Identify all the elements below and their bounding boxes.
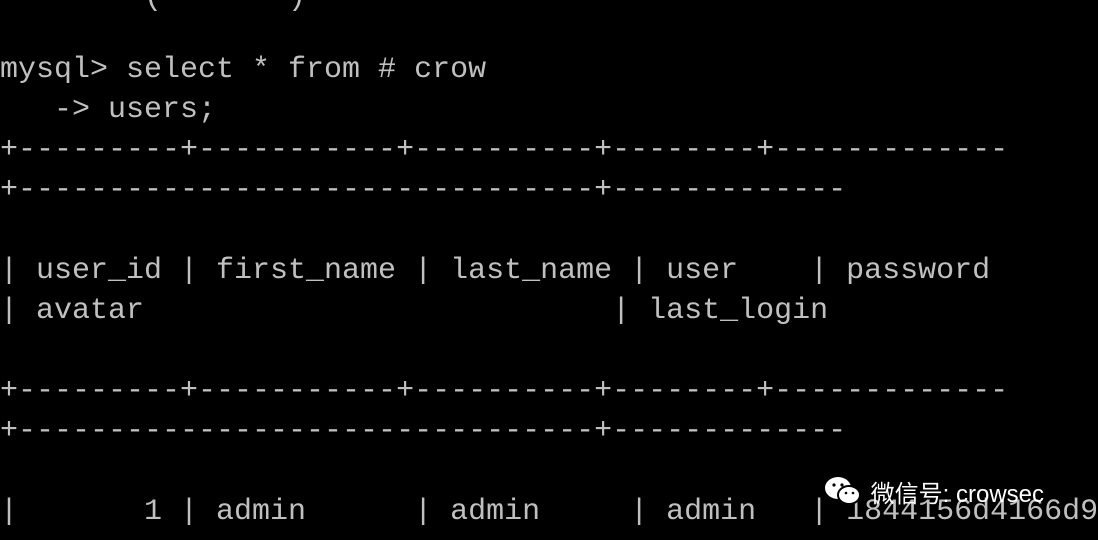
table-border: +--------------------------------+------… [0, 414, 847, 448]
prompt-command: mysql> select * from # crow [0, 53, 487, 87]
table-border: +---------+-----------+----------+------… [0, 133, 1009, 167]
table-header-row: | user_id | first_name | last_name | use… [0, 254, 991, 288]
prompt-continuation: -> users; [0, 93, 217, 127]
table-border: +--------------------------------+------… [0, 173, 847, 207]
wechat-icon [824, 477, 861, 505]
terminal-line-partial: ( ) [0, 0, 306, 18]
table-data-row: | 1 | admin | admin | admin | 1844156d41… [0, 495, 1098, 529]
table-border: +---------+-----------+----------+------… [0, 374, 1009, 408]
wechat-watermark: 微信号: crowsec [823, 471, 1044, 511]
table-header-row-wrapped: | avatar | last_login [0, 294, 829, 328]
watermark-text: 微信号: crowsec [870, 480, 1044, 508]
